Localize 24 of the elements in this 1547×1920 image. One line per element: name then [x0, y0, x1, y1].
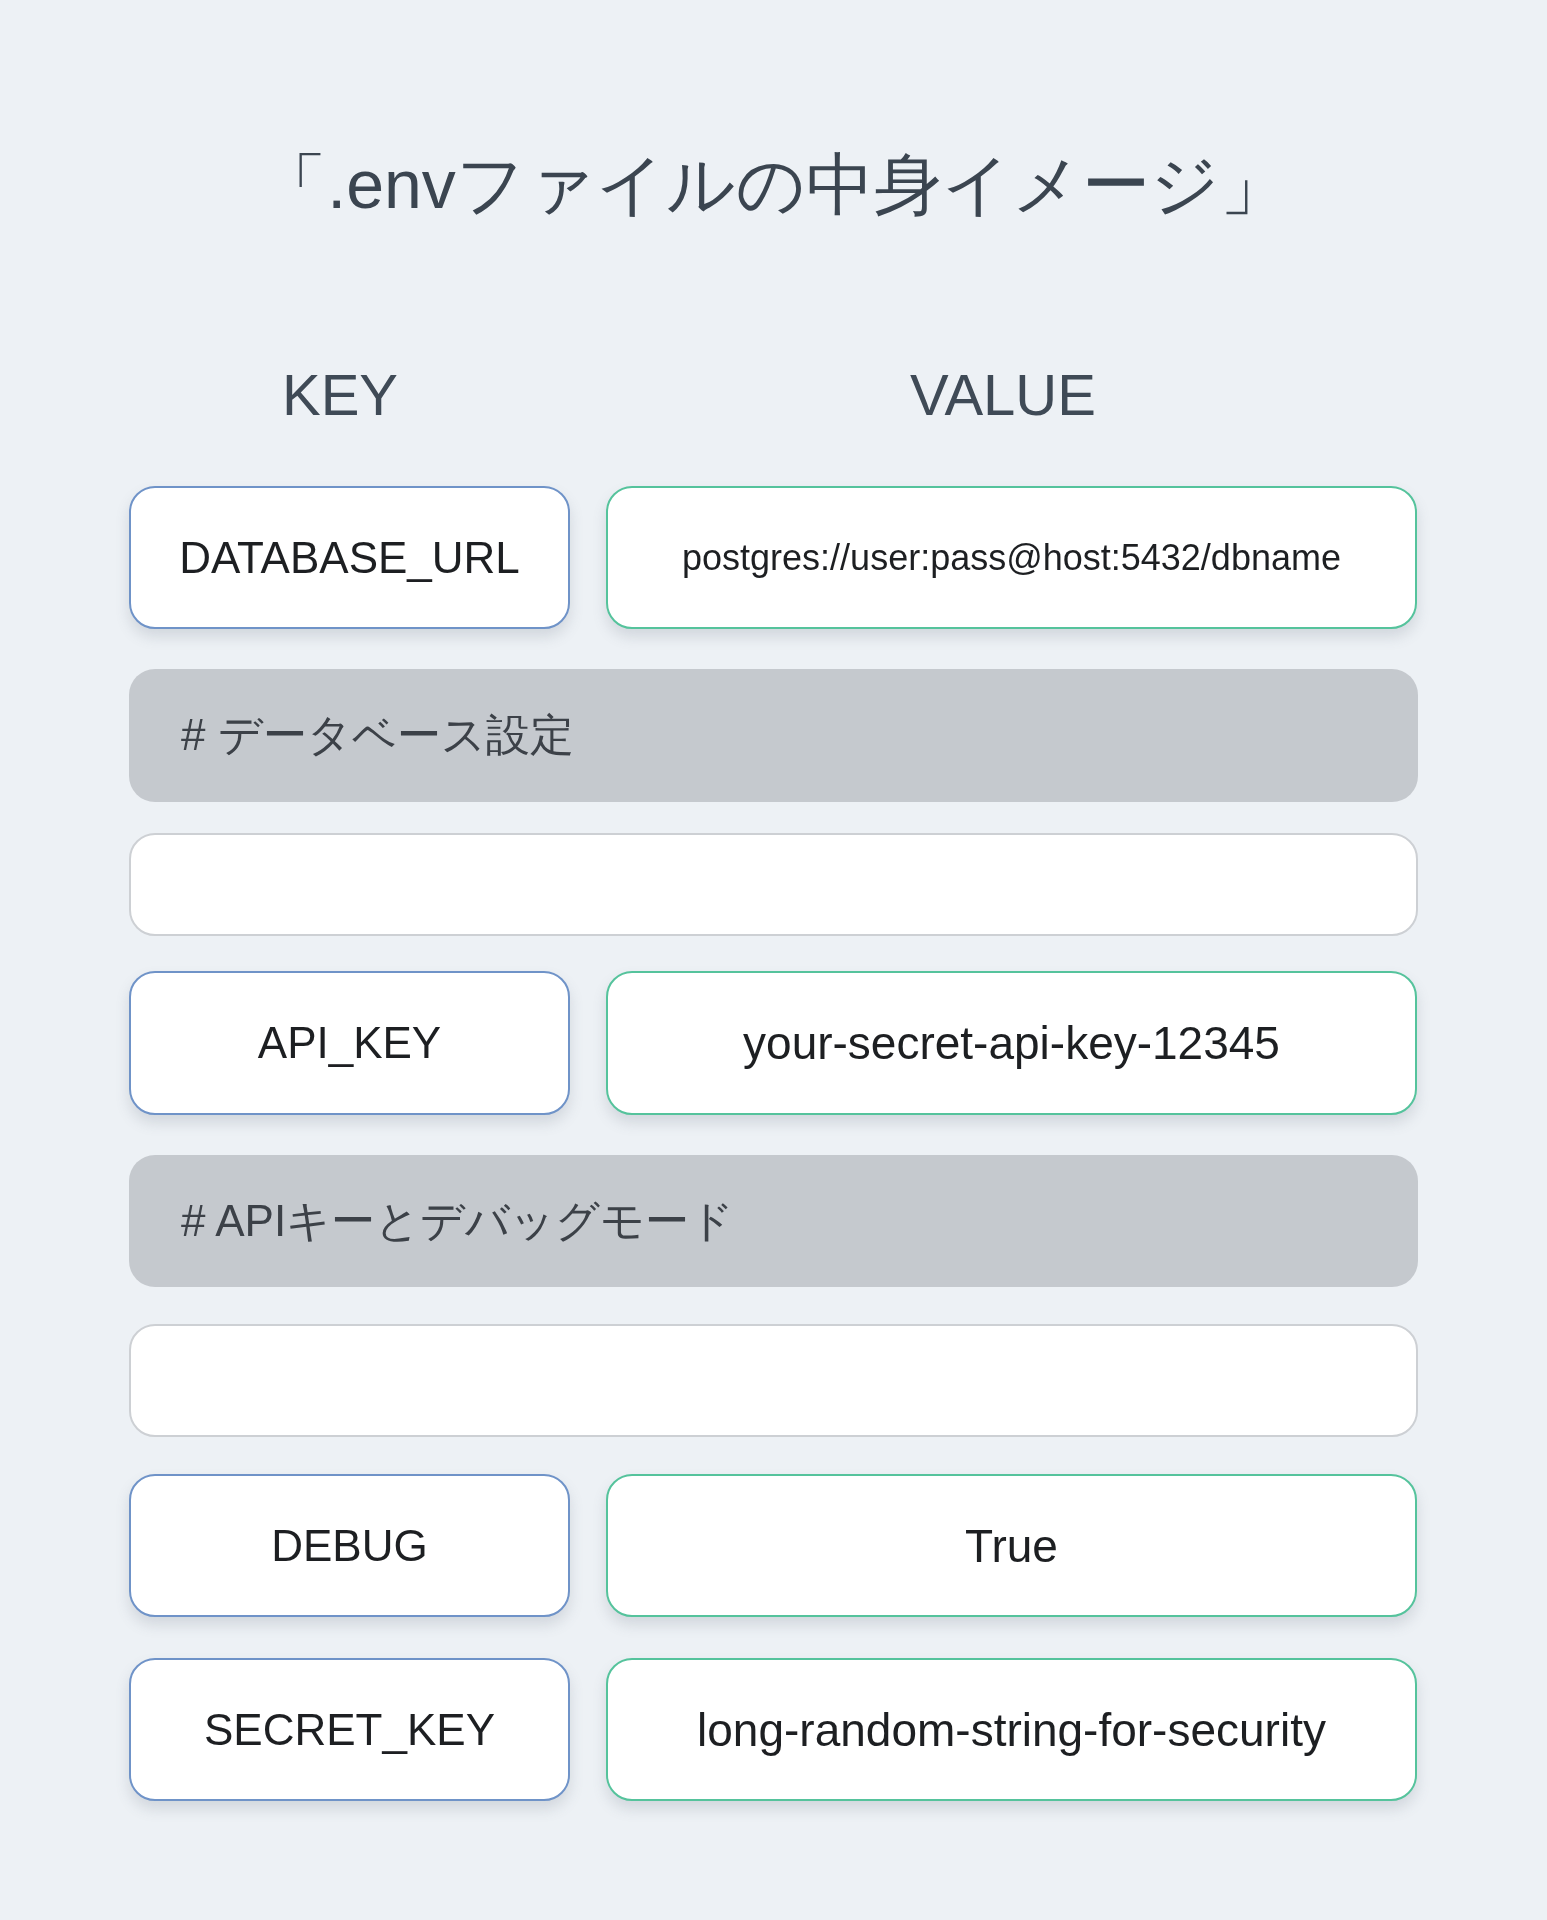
key-text: DATABASE_URL [179, 532, 520, 583]
column-header: VALUE [910, 360, 1096, 428]
title: 「.envファイルの中身イメージ」 [259, 146, 1288, 222]
key-box [129, 486, 570, 629]
key-box [129, 1658, 570, 1801]
value-text: your-secret-api-key-12345 [743, 1016, 1280, 1070]
value-box [606, 1658, 1417, 1801]
comment-bar [129, 669, 1418, 802]
key-box [129, 971, 570, 1115]
comment-text: # データベース設定 [181, 709, 574, 761]
value-text: True [965, 1518, 1058, 1573]
comment-bar [129, 1155, 1418, 1287]
column-header: KEY [281, 360, 399, 428]
key-text: DEBUG [271, 1520, 428, 1571]
blank-line-box [129, 833, 1418, 936]
key-box [129, 1474, 570, 1617]
key-text: SECRET_KEY [204, 1704, 495, 1755]
value-text: long-random-string-for-security [697, 1702, 1326, 1757]
value-text: postgres://user:pass@host:5432/dbname [682, 536, 1341, 579]
key-text: API_KEY [257, 1018, 442, 1068]
value-box [606, 971, 1417, 1115]
comment-text: # APIキーとデバッグモード [181, 1194, 735, 1247]
value-box [606, 486, 1417, 629]
value-box [606, 1474, 1417, 1617]
